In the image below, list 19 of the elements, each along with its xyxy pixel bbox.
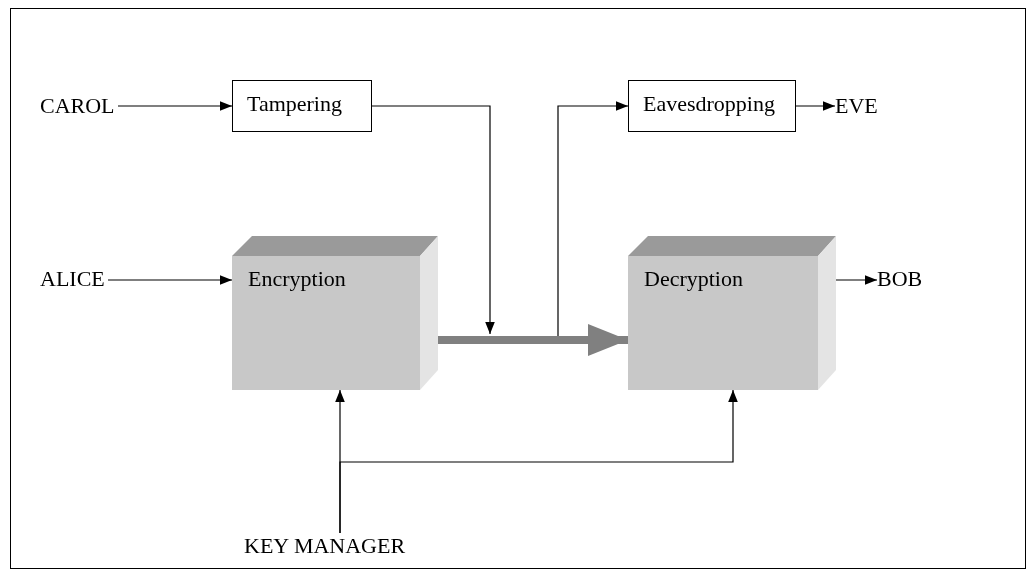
- actor-label: KEY MANAGER: [244, 533, 420, 561]
- arrow: [339, 389, 738, 534]
- arrow: [371, 105, 495, 335]
- process-box: [232, 80, 372, 132]
- arrow: [117, 101, 233, 111]
- arrow: [557, 101, 629, 337]
- node-label: Decryption: [644, 266, 743, 292]
- node-label: Eavesdropping: [643, 91, 775, 116]
- actor-label: EVE: [835, 93, 881, 121]
- actor-label: ALICE: [40, 266, 108, 294]
- arrow: [835, 275, 878, 285]
- arrow: [107, 275, 233, 285]
- actor-label: BOB: [877, 266, 923, 294]
- node-label: Encryption: [248, 266, 346, 292]
- thick-arrow: [438, 324, 628, 356]
- process-box: [628, 80, 796, 132]
- actor-label: CAROL: [40, 93, 118, 121]
- node-label: Tampering: [247, 91, 342, 116]
- arrow: [795, 101, 836, 111]
